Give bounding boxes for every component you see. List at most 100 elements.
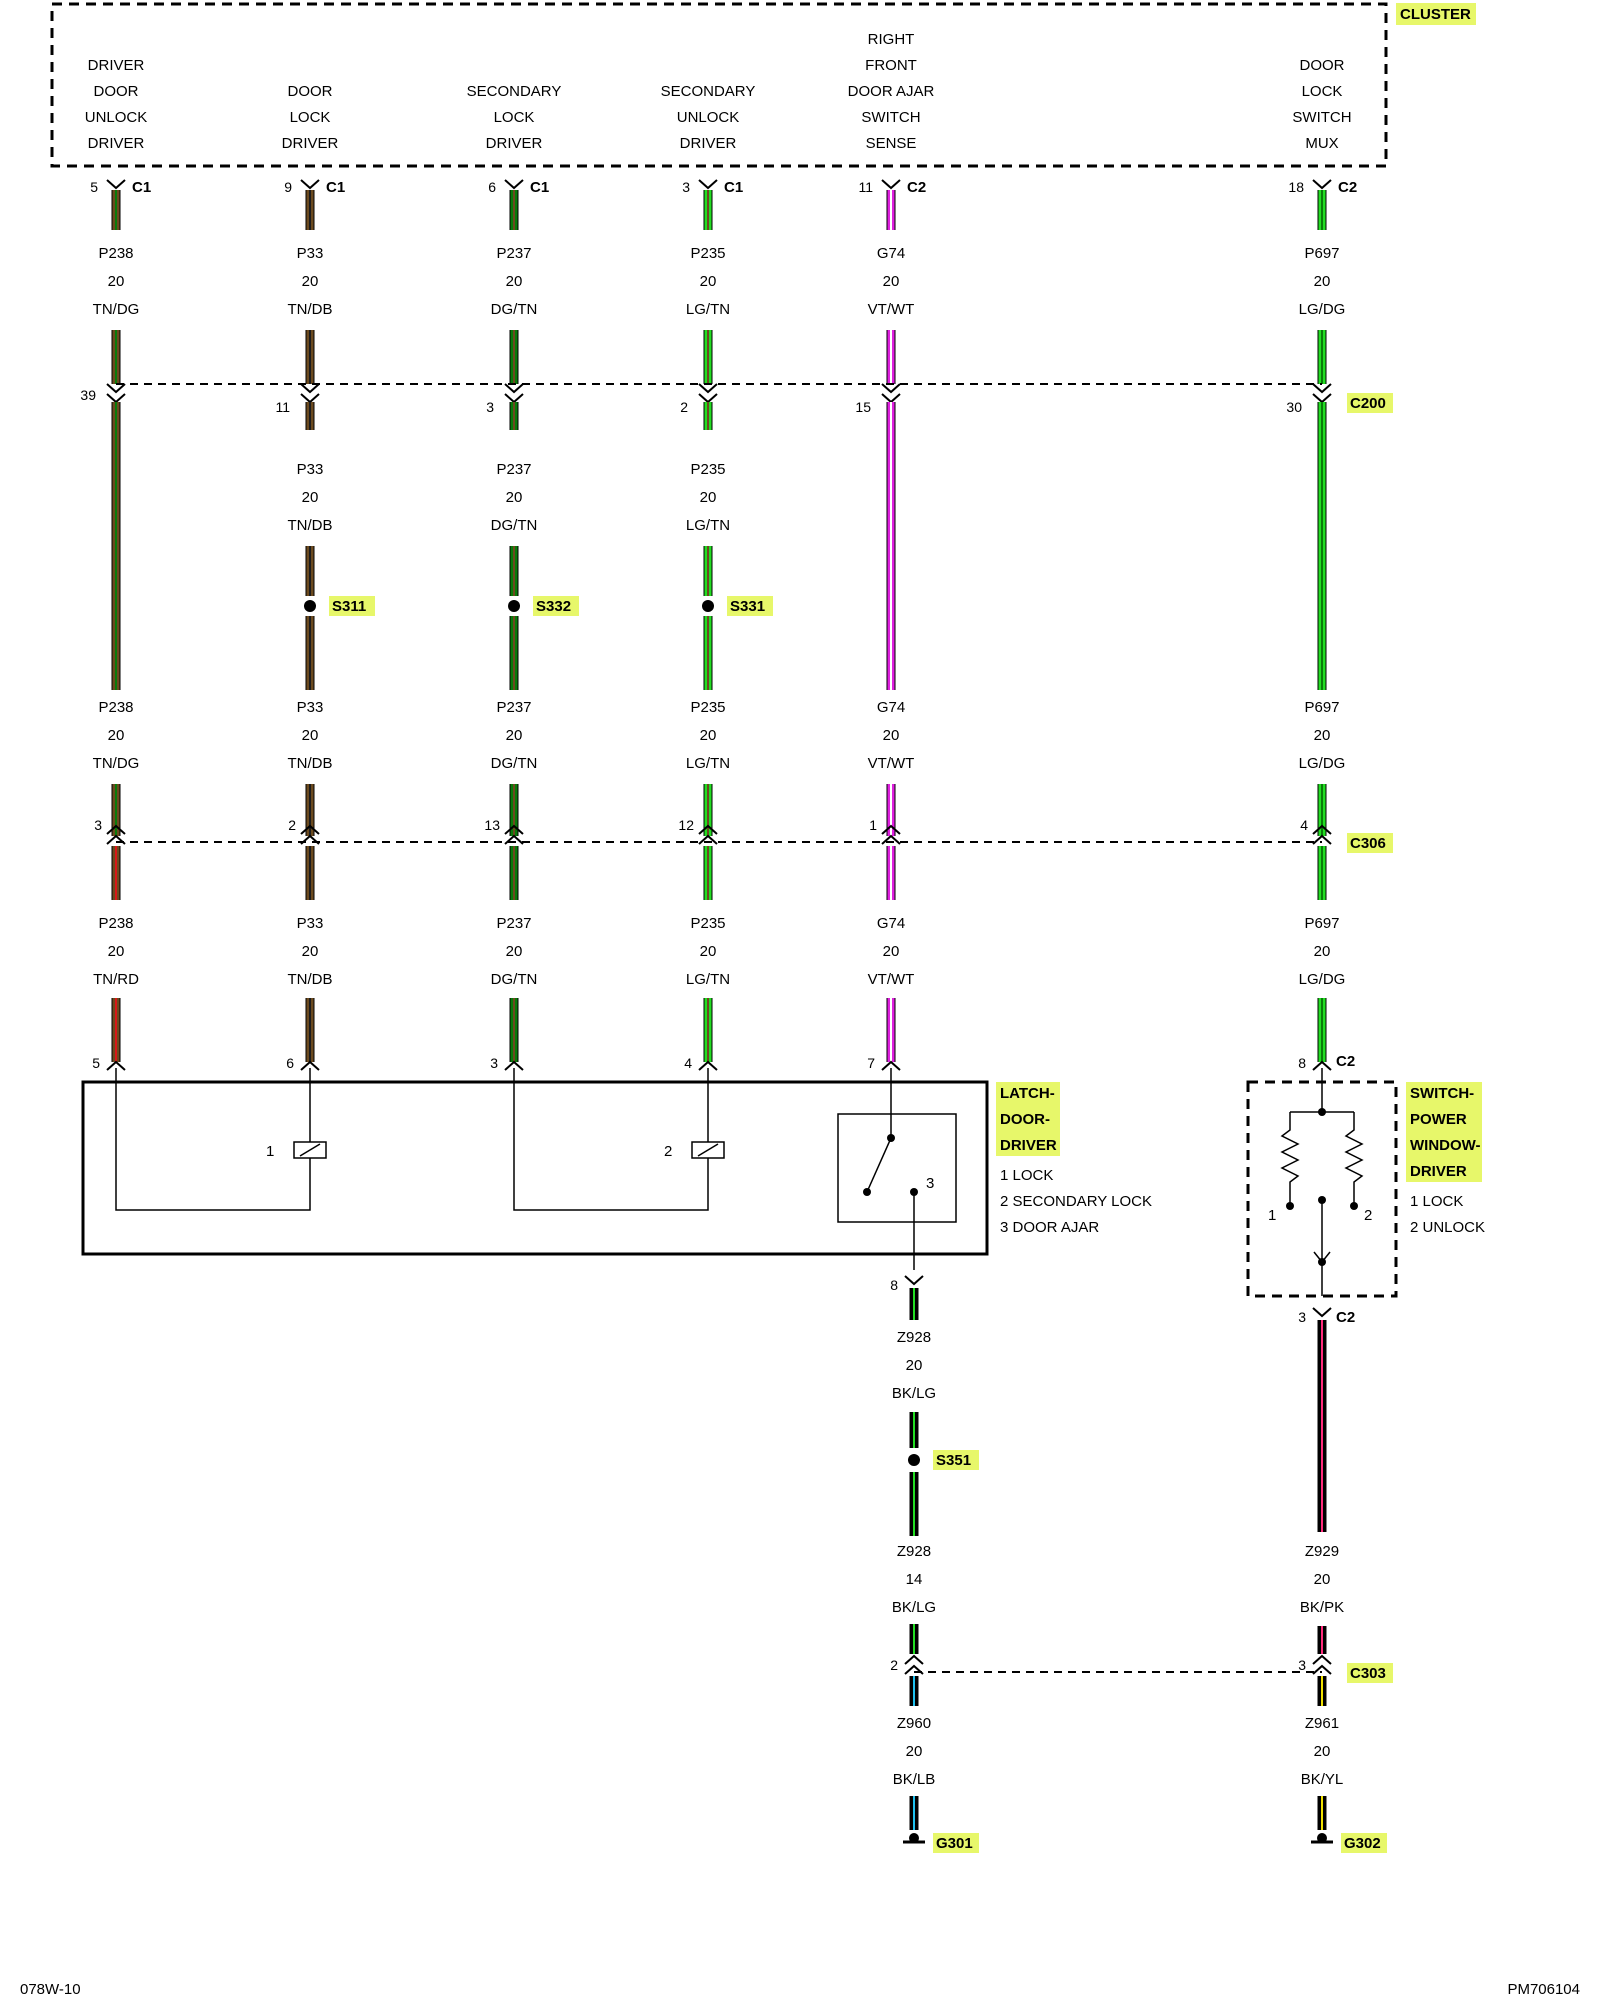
wire-above-c306-label-1-gauge: 20	[302, 727, 319, 744]
cluster-function-5-line3: MUX	[1305, 135, 1338, 152]
c306-pin-5-number: 4	[1300, 817, 1308, 833]
wire-latch-ground-label-b-gauge: 14	[906, 1571, 923, 1588]
latch-legend-2: 2 SECONDARY LOCK	[1000, 1193, 1152, 1210]
splice-S331-dot	[702, 600, 714, 612]
c200-pin-1-male	[300, 383, 320, 394]
c200-pin-1-female	[300, 393, 320, 404]
cluster-function-2-line1: LOCK	[494, 109, 535, 126]
cluster-function-3-line0: SECONDARY	[661, 83, 756, 100]
switch-output-pin-number: 3	[1298, 1309, 1306, 1325]
wire-top-label-0-gauge: 20	[108, 273, 125, 290]
ground-G301: G301	[936, 1835, 973, 1852]
c200-pin-2-number: 3	[486, 399, 494, 415]
wire-above-c306-label-5-color: LG/DG	[1299, 755, 1346, 772]
wire-switch-ground-label-a-color: BK/PK	[1300, 1599, 1344, 1616]
footer-left-code: 078W-10	[20, 1981, 81, 1998]
wire-top-label-2-gauge: 20	[506, 273, 523, 290]
wire-top-label-5-gauge: 20	[1314, 273, 1331, 290]
wire-g301-label-circuit: Z960	[897, 1715, 931, 1732]
cluster-pin-5-symbol	[1312, 179, 1332, 190]
latch-coil1-circuit	[115, 1082, 311, 1211]
cluster-pin-0-connector: C1	[132, 179, 151, 196]
c200-pin-0-number: 39	[80, 387, 96, 403]
wire-top-label-1-circuit: P33	[297, 245, 324, 262]
cluster-function-4-line3: SWITCH	[861, 109, 920, 126]
c303-pin-1-lower	[1312, 1664, 1332, 1675]
c200-pin-3-male	[698, 383, 718, 394]
latch-name-line3: DRIVER	[1000, 1137, 1057, 1154]
resistor-2-icon	[1344, 1112, 1364, 1206]
cluster-pin-2-number: 6	[488, 179, 496, 195]
ajar-switch-box	[837, 1113, 957, 1223]
wire-latch-ground-label-a-gauge: 20	[906, 1357, 923, 1374]
wire-mid-label-3-circuit: P235	[690, 461, 725, 478]
wire-below-c306-label-4-gauge: 20	[883, 943, 900, 960]
splice-S331-highlight	[727, 596, 773, 616]
wire-below-c306-label-5-gauge: 20	[1314, 943, 1331, 960]
switch-contact-1: 1	[1268, 1207, 1276, 1224]
wire-above-c306-label-4-circuit: G74	[877, 699, 905, 716]
c306-pin-5-upper	[1312, 824, 1332, 835]
c306-pin-3-number: 12	[678, 817, 694, 833]
cluster-function-1-line2: DRIVER	[282, 135, 339, 152]
wire-g302-label-gauge: 20	[1314, 1743, 1331, 1760]
c200-pin-4-number: 15	[855, 399, 871, 415]
wire-below-c306-label-5-circuit: P697	[1304, 915, 1339, 932]
cluster-function-1-line1: LOCK	[290, 109, 331, 126]
c200-name: C200	[1350, 395, 1386, 412]
c306-pin-4-number: 1	[869, 817, 877, 833]
c306-pin-3-upper	[698, 824, 718, 835]
switch-name-highlight	[1406, 1082, 1482, 1182]
wire-above-c306-label-4-gauge: 20	[883, 727, 900, 744]
wire-above-c306-label-2-color: DG/TN	[491, 755, 538, 772]
splice-S332-highlight	[533, 596, 579, 616]
wire-mid-label-1-gauge: 20	[302, 489, 319, 506]
c306-pin-0-number: 3	[94, 817, 102, 833]
c200-pin-2-male	[504, 383, 524, 394]
splice-S351: S351	[936, 1452, 971, 1469]
c306-pin-0-lower	[106, 834, 126, 845]
wire-top-label-1-gauge: 20	[302, 273, 319, 290]
wire-above-c306-label-5-gauge: 20	[1314, 727, 1331, 744]
wire-mid-label-1-color: TN/DB	[288, 517, 333, 534]
wire-top-label-5-color: LG/DG	[1299, 301, 1346, 318]
wire-latch-ground-label-a-circuit: Z928	[897, 1329, 931, 1346]
wire-below-c306-label-3-gauge: 20	[700, 943, 717, 960]
wire-switch-ground-label-a-gauge: 20	[1314, 1571, 1331, 1588]
wire-top-label-3-circuit: P235	[690, 245, 725, 262]
latch-block: 1 2 3 LATCH- DOOR- DRIVER 1 LOCK 2 SECON…	[81, 1080, 1152, 1270]
latch-pin-3-symbol	[698, 1060, 718, 1071]
cluster-function-3-line2: DRIVER	[680, 135, 737, 152]
wire-above-c306-label-0-circuit: P238	[98, 699, 133, 716]
c200-name-highlight	[1347, 393, 1393, 413]
cluster-pin-4-connector: C2	[907, 179, 926, 196]
cluster-function-0-line1: DOOR	[94, 83, 139, 100]
wire-top-label-0-circuit: P238	[98, 245, 133, 262]
wire-above-c306-label-0-color: TN/DG	[93, 755, 140, 772]
c306-pin-0-upper	[106, 824, 126, 835]
splice-S311: S311	[332, 598, 366, 615]
wire-above-c306-label-4-color: VT/WT	[868, 755, 915, 772]
wire-above-c306-label-1-circuit: P33	[297, 699, 324, 716]
latch-pin-0-symbol	[106, 1060, 126, 1071]
c306-name: C306	[1350, 835, 1386, 852]
switch-name-line1: SWITCH-	[1410, 1085, 1474, 1102]
latch-pin-1-symbol	[300, 1060, 320, 1071]
cluster-pin-1-connector: C1	[326, 179, 345, 196]
c306-pin-1-number: 2	[288, 817, 296, 833]
cluster-pin-3-symbol	[698, 179, 718, 190]
splice-S311-highlight	[329, 596, 375, 616]
c306-pin-2-upper	[504, 824, 524, 835]
cluster-function-4-line1: FRONT	[865, 57, 917, 74]
wire-above-c306-label-3-circuit: P235	[690, 699, 725, 716]
cluster-function-4-line2: DOOR AJAR	[848, 83, 935, 100]
latch-name-line1: LATCH-	[1000, 1085, 1055, 1102]
cluster-label: CLUSTER	[1400, 6, 1471, 23]
wire-above-c306-label-5-circuit: P697	[1304, 699, 1339, 716]
wire-below-c306-label-2-color: DG/TN	[491, 971, 538, 988]
c306-pin-4-lower	[881, 834, 901, 845]
wire-above-c306-label-2-circuit: P237	[496, 699, 531, 716]
wire-top-label-3-color: LG/TN	[686, 301, 730, 318]
